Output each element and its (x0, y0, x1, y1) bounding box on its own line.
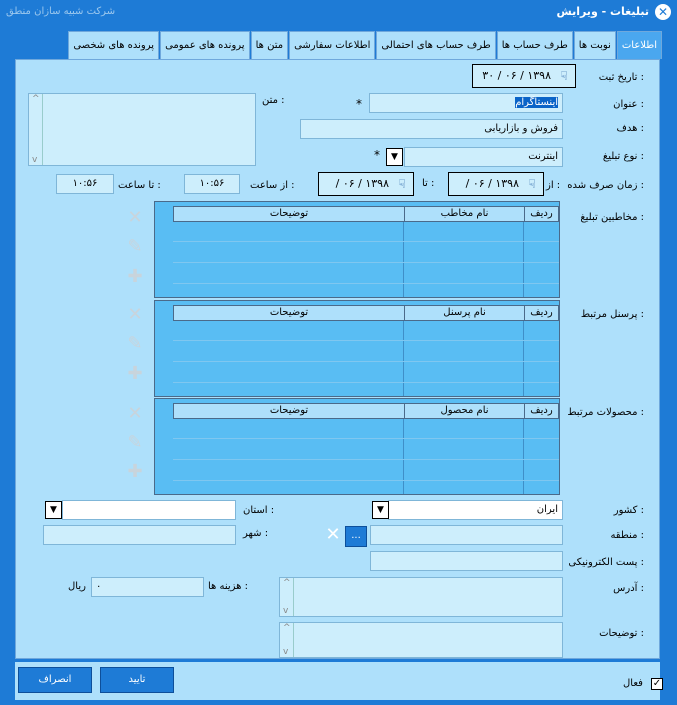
edit-icon[interactable]: ✎ (127, 333, 143, 354)
reg-date-value: ۱۳۹۸ / ۰۶ / ۳۰ (482, 69, 551, 82)
info-panel: تاریخ ثبت : ۱۳۹۸ / ۰۶ / ۳۰ ☟ عنوان : این… (15, 59, 660, 659)
notes-label: توضیحات : (599, 628, 644, 639)
to-date-field[interactable]: ۱۳۹۸ / ۰۶ / ۳۰ ☟ (318, 172, 414, 212)
region-select-button[interactable]: ... (345, 526, 367, 547)
ad-type-label: نوع تبلیغ : (602, 151, 644, 162)
tab-texts[interactable]: متن ها (250, 31, 289, 59)
edit-icon[interactable]: ✎ (127, 236, 143, 257)
grid-col-notes: توضیحات (269, 405, 309, 416)
add-icon[interactable]: ✚ (127, 363, 143, 384)
city-input[interactable] (43, 525, 236, 545)
delete-icon[interactable]: ✕ (127, 207, 143, 228)
text-area[interactable] (28, 93, 256, 166)
province-label: استان : (243, 505, 275, 516)
tab-turns[interactable]: نوبت ها (573, 31, 616, 59)
calendar-icon[interactable]: ☟ (528, 177, 536, 191)
currency-label: ریال (68, 581, 86, 592)
address-label: آدرس : (613, 583, 644, 594)
clear-region-icon[interactable]: ✕ (325, 524, 341, 545)
title-input[interactable]: اینستاگرام (369, 93, 563, 113)
address-scrollbar[interactable] (280, 578, 294, 616)
title-bar: ✕ تبلیغات - ویرایش شرکت شبیه سازان منطق (0, 0, 677, 24)
country-dropdown-icon[interactable]: ▼ (372, 501, 389, 519)
products-grid[interactable]: ردیف نام محصول توضیحات (154, 398, 560, 495)
tab-accounts[interactable]: طرف حساب ها (496, 31, 573, 59)
grid-col-name: نام پرسنل (404, 306, 524, 320)
title-value: اینستاگرام (515, 97, 558, 108)
text-scrollbar[interactable] (29, 94, 43, 165)
country-select[interactable]: ایران (388, 500, 563, 520)
time-spent-label: زمان صرف شده : (567, 180, 644, 191)
grid-header: ردیف نام پرسنل توضیحات (173, 305, 559, 321)
ok-button[interactable]: تایید (100, 667, 174, 693)
ad-type-dropdown-icon[interactable]: ▼ (386, 148, 403, 166)
region-input[interactable] (370, 525, 563, 545)
ad-type-required-mark: * (374, 148, 380, 162)
tab-info[interactable]: اطلاعات (616, 31, 662, 59)
footer-bar: ✓ فعال تایید انصراف (15, 662, 663, 700)
tab-custom-info[interactable]: اطلاعات سفارشی (289, 31, 376, 59)
tab-bar: اطلاعات نوبت ها طرف حساب ها طرف حساب های… (67, 31, 662, 59)
grid-col-row: ردیف (524, 207, 558, 221)
grid-col-row: ردیف (524, 306, 558, 320)
email-label: پست الکترونیکی : (568, 557, 644, 568)
grid-col-notes: توضیحات (269, 307, 309, 318)
ad-type-select[interactable]: اینترنت (404, 147, 563, 167)
window-title: تبلیغات - ویرایش (556, 5, 649, 18)
region-label: منطقه : (610, 530, 644, 541)
products-grid-label: محصولات مرتبط : (567, 407, 644, 418)
grid-header: ردیف نام محصول توضیحات (173, 403, 559, 419)
delete-icon[interactable]: ✕ (127, 403, 143, 424)
reg-date-field[interactable]: ۱۳۹۸ / ۰۶ / ۳۰ ☟ (472, 64, 576, 88)
grid-col-name: نام مخاطب (404, 207, 524, 221)
from-label: از : (546, 180, 561, 191)
cost-input[interactable]: ۰ (91, 577, 204, 597)
country-label: کشور : (613, 505, 644, 516)
grid-header: ردیف نام مخاطب توضیحات (173, 206, 559, 222)
address-textarea[interactable] (279, 577, 563, 617)
close-icon[interactable]: ✕ (655, 4, 671, 20)
cancel-button[interactable]: انصراف (18, 667, 92, 693)
province-select[interactable] (62, 500, 236, 520)
contacts-grid-label: مخاطبین تبلیغ : (580, 212, 644, 223)
active-checkbox[interactable]: ✓ (651, 678, 663, 690)
tab-probable-accounts[interactable]: طرف حساب های احتمالی (376, 31, 496, 59)
calendar-icon[interactable]: ☟ (560, 69, 568, 83)
province-dropdown-icon[interactable]: ▼ (45, 501, 62, 519)
contacts-grid[interactable]: ردیف نام مخاطب توضیحات (154, 201, 560, 298)
cost-label: هزینه ها : (208, 581, 249, 592)
goal-label: هدف : (616, 123, 644, 134)
grid-col-row: ردیف (524, 404, 558, 418)
active-label: فعال (623, 678, 643, 689)
staff-grid-label: پرسنل مرتبط : (580, 309, 644, 320)
tab-private-files[interactable]: پرونده های شخصی (68, 31, 160, 59)
tab-public-files[interactable]: پرونده های عمومی (160, 31, 250, 59)
goal-input[interactable]: فروش و بازاریابی (300, 119, 563, 139)
notes-textarea[interactable] (279, 622, 563, 658)
to-time-input[interactable]: ۱۰:۵۶ (56, 174, 114, 194)
grid-col-name: نام محصول (404, 404, 524, 418)
reg-date-label: تاریخ ثبت : (598, 72, 644, 83)
add-icon[interactable]: ✚ (127, 266, 143, 287)
text-label: متن : (262, 95, 285, 106)
title-required-mark: * (356, 97, 362, 111)
edit-icon[interactable]: ✎ (127, 432, 143, 453)
company-name: شرکت شبیه سازان منطق (6, 6, 116, 17)
city-label: شهر : (243, 528, 269, 539)
grid-col-notes: توضیحات (269, 208, 309, 219)
calendar-icon[interactable]: ☟ (398, 177, 406, 191)
email-input[interactable] (370, 551, 563, 571)
to-label: تا : (422, 178, 435, 189)
staff-grid[interactable]: ردیف نام پرسنل توضیحات (154, 300, 560, 397)
title-label: عنوان : (613, 99, 644, 110)
from-time-label: از ساعت : (250, 180, 295, 191)
to-time-label: تا ساعت : (118, 180, 161, 191)
notes-scrollbar[interactable] (280, 623, 294, 657)
from-date-field[interactable]: ۱۳۹۸ / ۰۶ / ۳۰ ☟ (448, 172, 544, 212)
delete-icon[interactable]: ✕ (127, 304, 143, 325)
from-time-input[interactable]: ۱۰:۵۶ (184, 174, 240, 194)
add-icon[interactable]: ✚ (127, 461, 143, 482)
